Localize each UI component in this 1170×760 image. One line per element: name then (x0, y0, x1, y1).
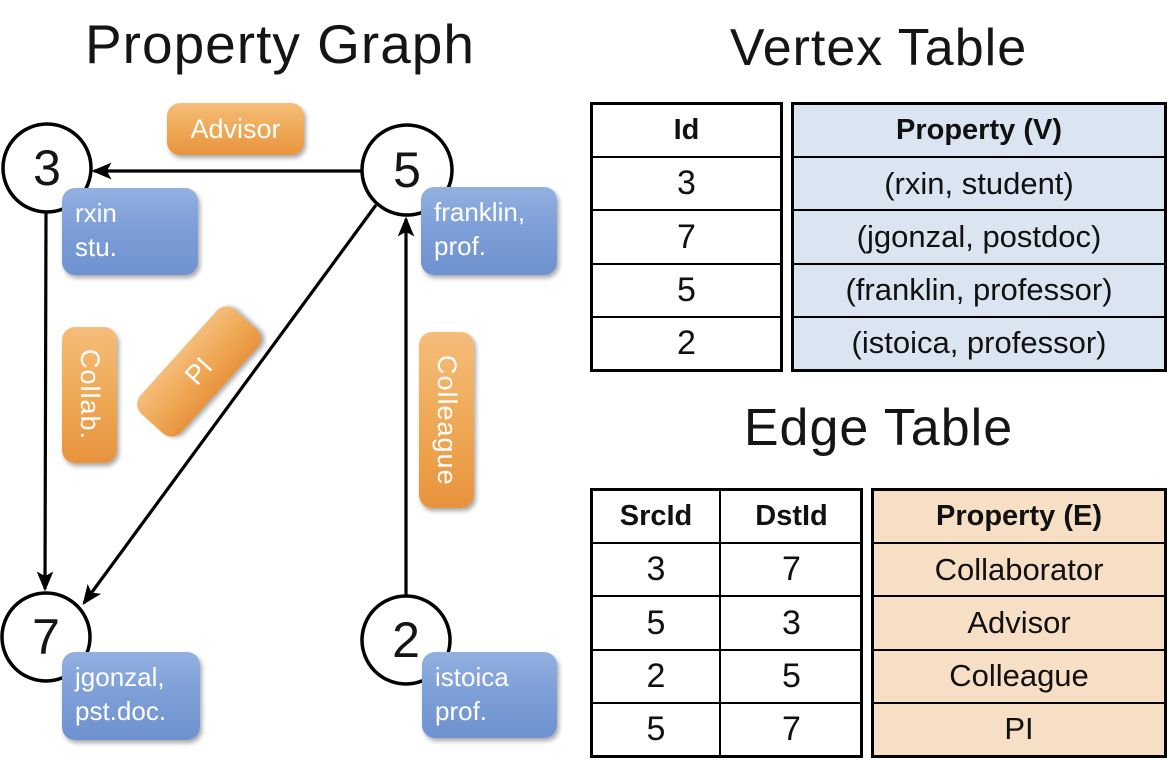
vertex-property-line: prof. (434, 231, 487, 262)
vertex-table-title: Vertex Table (729, 19, 1028, 77)
edge-table-title: Edge Table (743, 399, 1014, 457)
vertex-table-id-cell: 7 (593, 209, 780, 262)
property-graph-title: Property Graph (84, 13, 475, 75)
edge-table-src-cell: 5 (593, 701, 719, 755)
edge-table-dst-column: DstId 7 3 5 7 (719, 491, 862, 755)
vertex-property-box-2: istoica prof. (422, 652, 557, 738)
edge-line-collab-3-to-7 (36, 212, 54, 592)
vertex-property-box-5: franklin, prof. (421, 187, 557, 275)
vertex-property-line: pst.doc. (75, 696, 167, 727)
edge-table-property-column: Property (E) Collaborator Advisor Collea… (871, 488, 1167, 758)
edge-table-id-columns: SrcId 3 5 2 5 DstId 7 3 5 7 (590, 488, 863, 758)
edge-table-property-cell: Advisor (874, 595, 1164, 648)
column-gap (863, 488, 871, 758)
edge-table-dst-cell: 7 (721, 542, 862, 595)
vertex-id-3: 3 (33, 140, 61, 196)
edge-table-property-cell: Colleague (874, 648, 1164, 702)
vertex-property-line: prof. (435, 696, 488, 727)
edge-label-colleague: Colleague (419, 332, 474, 508)
edge-table: SrcId 3 5 2 5 DstId 7 3 5 7 Property (E)… (590, 488, 1167, 758)
edge-label-advisor: Advisor (167, 103, 304, 155)
edge-table-dst-cell: 7 (721, 701, 862, 755)
vertex-id-2: 2 (392, 612, 420, 668)
edge-table-header-property: Property (E) (936, 500, 1102, 533)
vertex-table-id-cell: 3 (593, 156, 780, 209)
column-gap (783, 102, 791, 372)
vertex-table-property-cell: (istoica, professor) (794, 315, 1164, 369)
vertex-table-property-column: Property (V) (rxin, student) (jgonzal, p… (791, 102, 1167, 372)
edge-table-header-src: SrcId (619, 500, 693, 533)
vertex-property-box-3: rxin stu. (62, 188, 198, 275)
edge-label-text: PI (178, 351, 219, 391)
vertex-table-id-cell: 2 (593, 315, 780, 369)
vertex-property-line: franklin, (434, 197, 526, 227)
edge-table-dst-cell: 3 (721, 595, 862, 648)
edge-table-src-cell: 2 (593, 648, 719, 702)
edge-label-text: Colleague (432, 354, 462, 486)
edge-label-text: Advisor (190, 113, 281, 144)
vertex-table-header-property: Property (V) (896, 114, 1062, 147)
edge-line-pi-5-to-7 (82, 204, 378, 606)
edge-table-src-cell: 3 (593, 542, 719, 595)
vertex-id-7: 7 (32, 609, 60, 665)
vertex-property-line: rxin (75, 198, 117, 228)
vertex-table-id-cell: 5 (593, 262, 780, 316)
vertex-property-line: stu. (75, 232, 117, 263)
edge-table-src-cell: 5 (593, 595, 719, 648)
vertex-table-id-column: Id 3 7 5 2 (590, 102, 783, 372)
vertex-table-property-cell: (franklin, professor) (794, 262, 1164, 316)
edge-label-text: Collab. (75, 349, 105, 441)
vertex-table-header-id: Id (673, 114, 700, 147)
vertex-id-5: 5 (393, 142, 421, 198)
vertex-table: Id 3 7 5 2 Property (V) (rxin, student) … (590, 102, 1167, 372)
vertex-property-line: jgonzal, (75, 662, 165, 692)
edge-table-property-cell: PI (874, 701, 1164, 755)
vertex-table-property-cell: (jgonzal, postdoc) (794, 209, 1164, 262)
edge-label-collab: Collab. (62, 327, 117, 463)
vertex-property-box-7: jgonzal, pst.doc. (62, 652, 200, 740)
edge-table-header-dst: DstId (755, 500, 828, 533)
vertex-table-property-cell: (rxin, student) (794, 156, 1164, 209)
edge-table-property-cell: Collaborator (874, 542, 1164, 595)
edge-table-src-column: SrcId 3 5 2 5 (593, 491, 719, 755)
vertex-property-line: istoica (435, 662, 509, 692)
edge-table-dst-cell: 5 (721, 648, 862, 702)
